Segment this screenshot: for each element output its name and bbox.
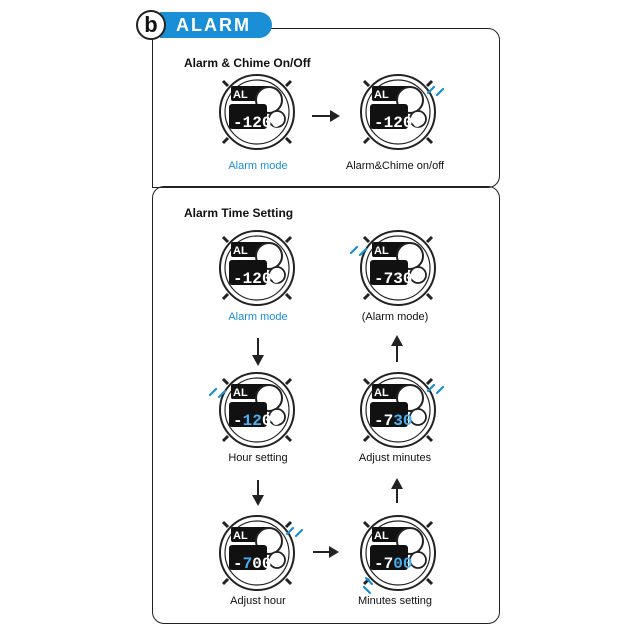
section-letter-badge: b	[136, 10, 166, 40]
watch-4-prefix: -	[374, 270, 384, 288]
arrow-down-1-icon	[252, 355, 264, 366]
watch-4-minute: 30	[393, 270, 412, 288]
alarm-chime-panel	[152, 28, 500, 188]
watch-8-minute: 00	[393, 555, 412, 573]
watch-7: -700	[218, 514, 304, 592]
watch-2-prefix: -	[374, 114, 384, 132]
caption-alarm-mode-top: Alarm mode	[228, 160, 288, 172]
svg-text:-700: -700	[233, 555, 271, 573]
section-title-badge: ALARM	[160, 12, 272, 38]
caption-adjust-minutes: Adjust minutes	[358, 452, 432, 464]
watch-7-hour: 7	[243, 555, 253, 573]
alarm-time-setting-panel	[152, 186, 500, 624]
svg-text:-1200: -1200	[233, 114, 281, 132]
watch-7-minute: 00	[252, 555, 271, 573]
svg-text:-1200: -1200	[233, 270, 281, 288]
on-off-section-title: Alarm & Chime On/Off	[184, 56, 311, 70]
watch-5-prefix: -	[233, 412, 243, 430]
watch-3-minute: 00	[262, 270, 281, 288]
watch-2: -1200	[359, 73, 445, 151]
svg-text:-700: -700	[374, 555, 412, 573]
watch-6-minute: 30	[393, 412, 412, 430]
watch-5-minute: 00	[262, 412, 281, 430]
watch-2-hour: 12	[384, 114, 403, 132]
watch-5: -1200	[208, 371, 296, 449]
svg-text:-1200: -1200	[233, 412, 281, 430]
watch-1-minute: 00	[262, 114, 281, 132]
watch-4: -730	[349, 229, 437, 307]
svg-text:-730: -730	[374, 270, 412, 288]
watch-3-prefix: -	[233, 270, 243, 288]
svg-text:-1200: -1200	[374, 114, 422, 132]
arrow-down-2-icon	[252, 495, 264, 506]
watch-6: -730	[359, 371, 445, 449]
caption-alarm-mode: Alarm mode	[228, 311, 288, 323]
watch-7-prefix: -	[233, 555, 243, 573]
svg-text:-730: -730	[374, 412, 412, 430]
watch-3-hour: 12	[243, 270, 262, 288]
watch-6-prefix: -	[374, 412, 384, 430]
time-setting-section-title: Alarm Time Setting	[184, 206, 294, 220]
watch-1-prefix: -	[233, 114, 243, 132]
caption-minutes-setting: Minutes setting	[358, 595, 432, 607]
arrow-up-1-icon	[391, 335, 403, 346]
watch-2-minute: 00	[403, 114, 422, 132]
watch-8: -700	[359, 514, 437, 595]
caption-alarm-chime-on-off: Alarm&Chime on/off	[345, 160, 445, 172]
watch-6-hour: 7	[384, 412, 394, 430]
watch-5-hour: 12	[243, 412, 262, 430]
caption-adjust-hour: Adjust hour	[230, 595, 286, 607]
arrow-up-2-icon	[391, 478, 403, 489]
caption-alarm-mode-final: (Alarm mode)	[361, 311, 429, 323]
watch-8-hour: 7	[384, 555, 394, 573]
watch-1: -1200	[218, 73, 296, 151]
arrow-right-top-icon	[330, 110, 340, 122]
arrow-right-bottom-icon	[329, 546, 339, 558]
watch-1-hour: 12	[243, 114, 262, 132]
button-press-marks-icon	[362, 576, 374, 595]
watch-3: -1200	[218, 229, 296, 307]
caption-hour-setting: Hour setting	[228, 452, 288, 464]
watch-4-hour: 7	[384, 270, 394, 288]
watch-8-prefix: -	[374, 555, 384, 573]
